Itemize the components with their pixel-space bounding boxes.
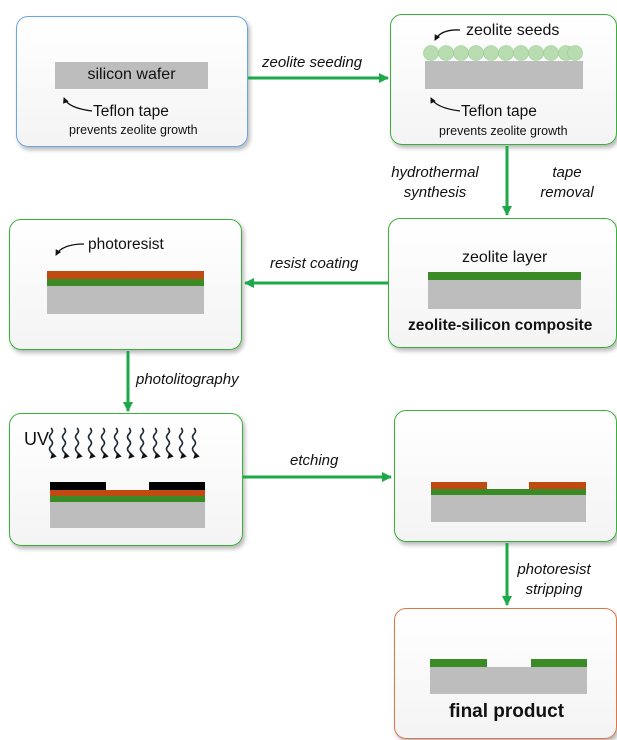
teflon-note: prevents zeolite growth <box>69 123 198 137</box>
step-tape-line2: removal <box>540 184 594 201</box>
photoresist-label: photoresist <box>88 236 164 253</box>
step-photoresist-stripping: photoresist stripping <box>504 560 604 600</box>
teflon-tape-label: Teflon tape <box>461 103 537 120</box>
photoresist-left <box>431 482 487 489</box>
step-photoresist-line1: photoresist <box>517 561 591 578</box>
zeolite-layer <box>431 489 586 495</box>
silicon-wafer <box>425 61 583 89</box>
silicon-wafer-label: silicon wafer <box>87 66 176 83</box>
step-hydrothermal-line2: synthesis <box>403 184 467 201</box>
step-tape-line1: tape <box>552 164 582 181</box>
box-etched <box>394 410 617 542</box>
photoresist-right <box>529 482 586 489</box>
photoresist-layer <box>50 490 205 496</box>
step-zeolite-seeding: zeolite seeding <box>262 54 363 71</box>
silicon-wafer <box>47 286 204 314</box>
final-product-caption: final product <box>448 701 565 722</box>
zeolite-seeds-label: zeolite seeds <box>466 22 560 39</box>
step-resist-coating: resist coating <box>270 255 359 272</box>
box-final-product: final product <box>394 608 617 739</box>
step-photoresist-line2: stripping <box>525 581 583 598</box>
silicon-wafer <box>50 502 205 528</box>
silicon-wafer <box>55 62 208 89</box>
zeolite-left <box>430 659 487 667</box>
step-hydrothermal-synthesis: hydrothermal synthesis <box>380 163 490 203</box>
mask-left <box>50 482 106 490</box>
zeolite-layer <box>50 496 205 502</box>
box-photoresist: photoresist <box>9 219 242 350</box>
silicon-wafer <box>431 495 586 522</box>
step-tape-removal: tape removal <box>532 163 602 203</box>
step-hydrothermal-line1: hydrothermal <box>391 164 479 181</box>
mask-right <box>149 482 205 490</box>
step-etching: etching <box>290 452 339 469</box>
box-silicon-wafer: silicon wafer Teflon tape prevents zeoli… <box>16 16 248 147</box>
zeolite-layer <box>428 272 581 280</box>
composite-caption: zeolite-silicon composite <box>408 317 593 334</box>
teflon-tape-label: Teflon tape <box>93 103 169 120</box>
uv-label: UV <box>24 429 50 449</box>
box-zeolite-silicon-composite: zeolite layer zeolite-silicon composite <box>388 218 617 348</box>
box-zeolite-seeds: zeolite seeds Teflon tape prevents zeoli… <box>390 14 617 145</box>
zeolite-layer <box>47 279 204 286</box>
teflon-note: prevents zeolite growth <box>439 124 568 138</box>
step-photolitography: photolitography <box>136 371 239 388</box>
photoresist-layer <box>47 271 204 279</box>
zeolite-right <box>531 659 587 667</box>
silicon-wafer <box>428 280 581 309</box>
silicon-wafer <box>430 667 587 694</box>
box-uv-exposure: UV <box>9 413 243 546</box>
zeolite-layer-label: zeolite layer <box>462 249 548 266</box>
